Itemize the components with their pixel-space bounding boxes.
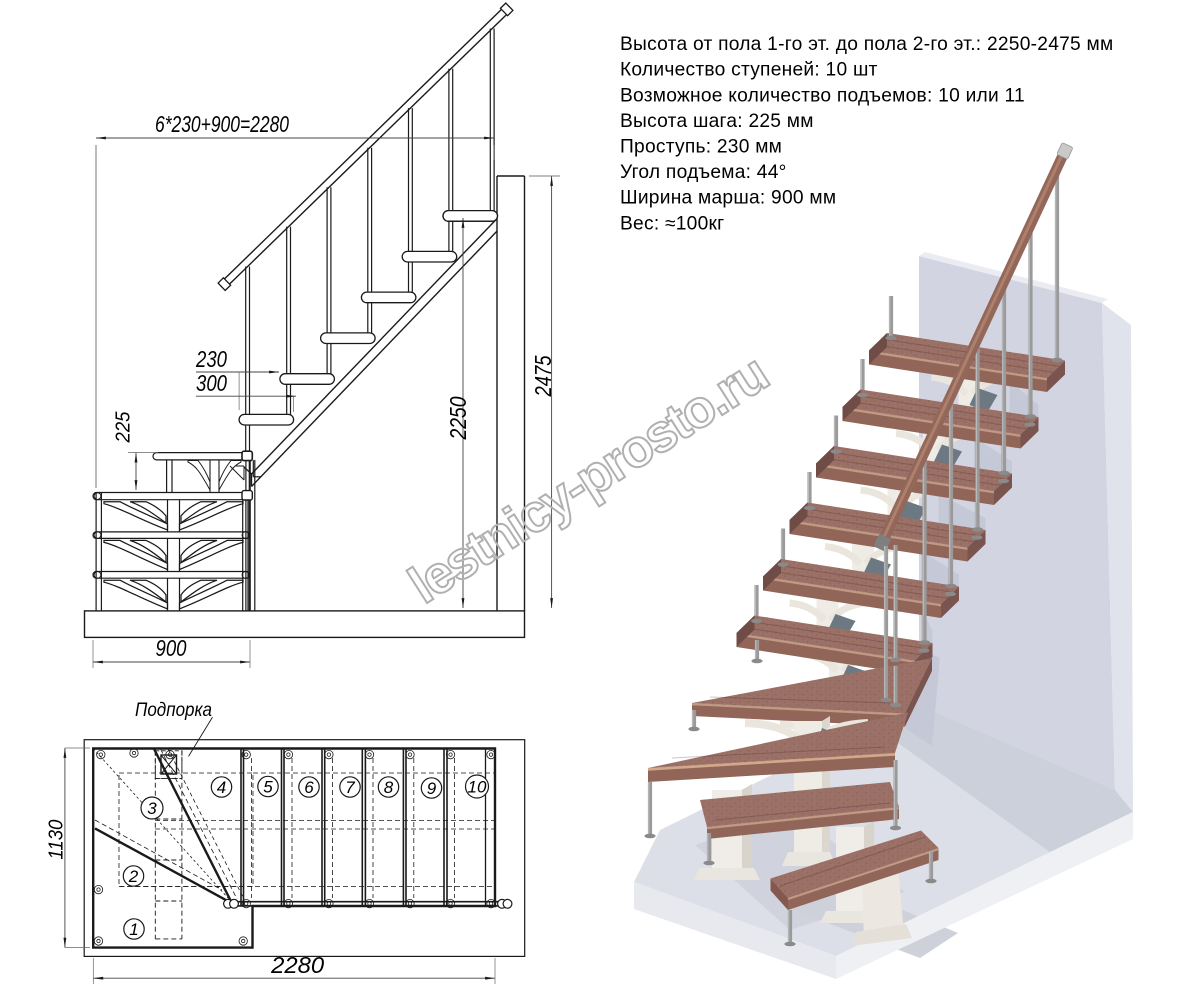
svg-text:Высота шага: 225 мм: Высота шага: 225 мм — [620, 111, 814, 132]
svg-text:6: 6 — [304, 778, 314, 797]
svg-text:8: 8 — [384, 778, 394, 797]
svg-text:9: 9 — [427, 779, 437, 798]
svg-text:230: 230 — [195, 346, 227, 372]
svg-text:Возможное количество подъемов:: Возможное количество подъемов: 10 или 11 — [620, 85, 1025, 106]
svg-text:1: 1 — [129, 920, 138, 939]
svg-text:4: 4 — [217, 778, 226, 797]
svg-text:Количество ступеней: 10 шт: Количество ступеней: 10 шт — [620, 60, 878, 81]
svg-text:Подпорка: Подпорка — [135, 700, 212, 721]
svg-text:Вес: ≈100кг: Вес: ≈100кг — [620, 213, 724, 234]
svg-text:6*230+900=2280: 6*230+900=2280 — [155, 111, 289, 137]
svg-text:10: 10 — [468, 778, 487, 797]
svg-text:2: 2 — [128, 867, 139, 886]
svg-text:Высота от пола 1-го эт. до пол: Высота от пола 1-го эт. до пола 2-го эт.… — [620, 34, 1113, 55]
svg-text:Ширина марша: 900 мм: Ширина марша: 900 мм — [620, 188, 836, 209]
svg-text:1130: 1130 — [46, 820, 68, 860]
svg-text:2475: 2475 — [530, 355, 556, 397]
svg-text:3: 3 — [147, 799, 157, 818]
svg-text:225: 225 — [113, 411, 135, 444]
svg-text:2250: 2250 — [445, 397, 471, 441]
svg-text:2280: 2280 — [270, 952, 324, 978]
svg-text:5: 5 — [263, 778, 273, 797]
svg-text:Проступь: 230 мм: Проступь: 230 мм — [620, 137, 782, 158]
svg-text:7: 7 — [345, 778, 355, 797]
svg-text:300: 300 — [196, 370, 227, 396]
svg-text:900: 900 — [156, 635, 187, 661]
svg-text:Угол подъема: 44°: Угол подъема: 44° — [620, 162, 787, 183]
